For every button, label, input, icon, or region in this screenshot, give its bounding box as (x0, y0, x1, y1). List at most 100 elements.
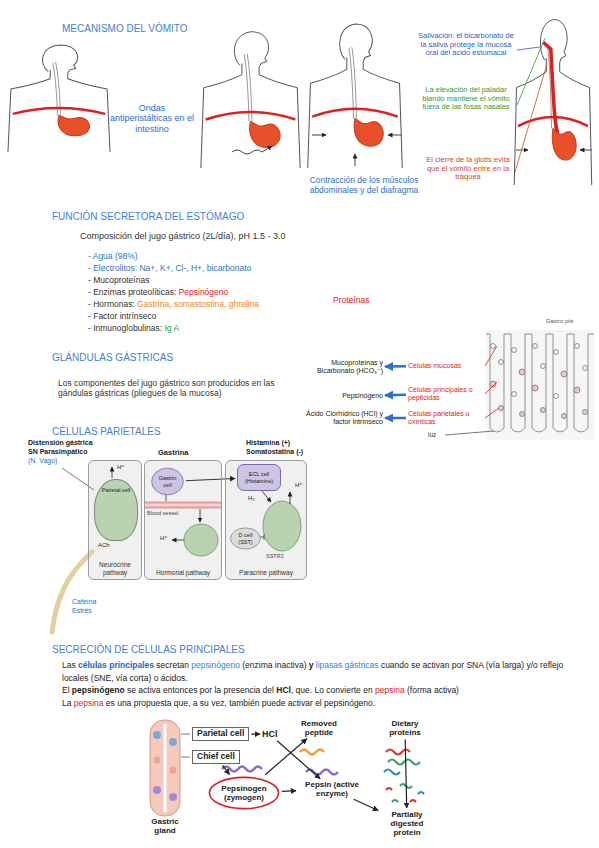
list-item: - Factor intrínseco (88, 311, 157, 321)
figure-caption: Ondas antiperistálticas en el intestino (108, 103, 196, 134)
receptor-label: H₂ (248, 495, 255, 502)
stimulus-label: (N. Vago) (28, 457, 57, 465)
list-item: - Enzimas proteolíticas: (88, 287, 176, 297)
section-heading: MECANISMO DEL VÓMITO (62, 23, 188, 35)
vagus-nerve (52, 552, 92, 632)
stimulus-label: Gastrina (158, 449, 188, 458)
node-text: Neurocrine pathway (91, 561, 139, 576)
list-item: - Agua (98%) (88, 251, 138, 261)
part-name: ACh (98, 542, 110, 549)
text-node: Ácido Clorhídrico (HCl) y factor intríns… (296, 410, 383, 426)
callout-note: La elevación del paladar blando mantiene… (418, 86, 514, 112)
node-text: Dietary proteins (380, 719, 430, 737)
text-line: Lapepsinaes una propuesta que, a su vez,… (62, 697, 587, 710)
text-line: - Factor intrínseco (88, 311, 157, 322)
text-line: - Hormonas:Gastrina, somastostina, ghrel… (88, 299, 259, 310)
node-text: Paracrine pathway (228, 569, 304, 576)
text-line: - Inmunoglobulinas:Ig A (88, 323, 179, 334)
cell-drawings (112, 467, 301, 556)
stimulus-label: Somatostatina (-) (246, 448, 303, 456)
node-text: Células parietales u oxínticas (408, 410, 482, 426)
cell-shape: ECL cell (Histamine) (237, 464, 281, 491)
node-text: D cell (SST) (234, 532, 258, 545)
ellipse-shape (152, 468, 184, 495)
ellipse-shape (209, 777, 278, 808)
stimulus-label: Estrés (72, 607, 92, 615)
connector-arrow (385, 394, 406, 397)
pathway-panel: Neurocrine pathway Parietal cell (88, 460, 142, 580)
text-line: - Electrolitos: Na+, K+, Cl-, H+, bicarb… (88, 263, 251, 274)
text-line: - Agua (98%) (88, 251, 138, 262)
connector-arrow (354, 799, 379, 810)
node-text: Hormonal pathway (147, 569, 219, 576)
receptor-label: SSTR2 (266, 553, 284, 559)
text-line: Elpepsinógenose activa entonces por la p… (62, 684, 587, 697)
section-heading: CÉLULAS PARIETALES (52, 426, 161, 438)
body-text: Composición del jugo gástrico (2L/día), … (80, 231, 286, 241)
ion-label: H⁺ (295, 482, 303, 489)
gastric-gland-drawing (150, 720, 424, 816)
section-heading: SECRECIÓN DE CÉLULAS PRINCIPALES (52, 644, 245, 656)
node-text: Chief cell (197, 752, 235, 762)
highlight-term: Gastrina, somastostina, ghrelina (137, 299, 259, 309)
text-node: Partially digested protein (380, 810, 434, 838)
text-node: Mucoproteínas y Bicarbonato (HCO₃⁻) (303, 359, 383, 375)
text-node: Dietary proteins (380, 719, 430, 737)
panel-grounds (88, 460, 307, 580)
part-name: luz (428, 431, 436, 438)
text-node: Pepsinógeno (313, 392, 383, 400)
side-note: Proteínas (333, 296, 369, 306)
node-text: Ácido Clorhídrico (HCl) y factor intríns… (296, 410, 383, 426)
body-text: (forma activa) (407, 685, 459, 695)
torso-figure (308, 24, 403, 168)
body-text: secretan (156, 660, 189, 670)
text-node: Removed peptide (296, 719, 342, 737)
ion-label: H⁺ (160, 535, 168, 542)
section-heading: GLÁNDULAS GÁSTRICAS (52, 352, 173, 364)
gastric-pits (486, 330, 594, 440)
node-text: Pepsinogen (zymogen) (216, 784, 272, 802)
node-text: Partially digested protein (380, 810, 434, 838)
text-node: Pepsin (active enzyme) (298, 780, 366, 798)
body-text: (enzima inactiva) (242, 660, 306, 670)
process-box: Chief cell (192, 750, 240, 764)
node-text: Pepsinógeno (313, 392, 383, 400)
leader-lines (515, 38, 547, 172)
ellipse-node: Gastrin cell (151, 467, 184, 496)
connector-arrow (251, 733, 260, 734)
text-node: HCl (262, 729, 278, 739)
node-text: Gastrin cell (155, 475, 180, 488)
pathway-panel: Paracrine pathway ECL cell (Histamine) D c… (225, 460, 307, 580)
torso-figure (8, 45, 110, 152)
pathway-panel: Hormonal pathway Gastrin cell (144, 460, 222, 580)
highlight-term: células principales (78, 660, 154, 670)
part-name: Gastric gland (140, 817, 190, 835)
leader-line (62, 468, 94, 490)
connector-arrow (223, 765, 230, 774)
node-text: Parietal cell (197, 729, 244, 739)
body-text: Los componentes del jugo gástrico son pr… (58, 379, 298, 399)
connector-arrow (186, 479, 235, 481)
highlight-term: pepsina (74, 698, 104, 708)
body-text: , que. Lo convierte en (291, 685, 373, 695)
torso-figure (514, 20, 592, 185)
node-text: Mucoproteínas y Bicarbonato (HCO₃⁻) (303, 359, 383, 375)
list-item: - Hormonas: (88, 299, 135, 309)
ellipse-node: D cell (SST) (230, 527, 261, 550)
text-line: - Enzimas proteolíticas:Pepsinógeno (88, 287, 228, 298)
body-text: Las (62, 660, 76, 670)
process-box: Parietal cell (192, 727, 249, 741)
highlight-term: Ig A (164, 323, 179, 333)
stimulus-label: SN Parasimpático (28, 448, 88, 456)
text-line: Lascélulas principalessecretanpepsinógen… (62, 659, 587, 684)
stimulus-label: Histamina (+) (246, 439, 290, 447)
list-item: - Inmunoglobulinas: (88, 323, 162, 333)
cell-shape: Parietal cell (94, 479, 138, 541)
connector-arrow (385, 417, 406, 420)
connector-arrow (385, 365, 406, 368)
highlight-term: lipasas gástricas (316, 660, 379, 670)
body-text: El (62, 685, 70, 695)
wave-arrows (232, 135, 592, 166)
node-text: Células mucosas (408, 362, 461, 370)
